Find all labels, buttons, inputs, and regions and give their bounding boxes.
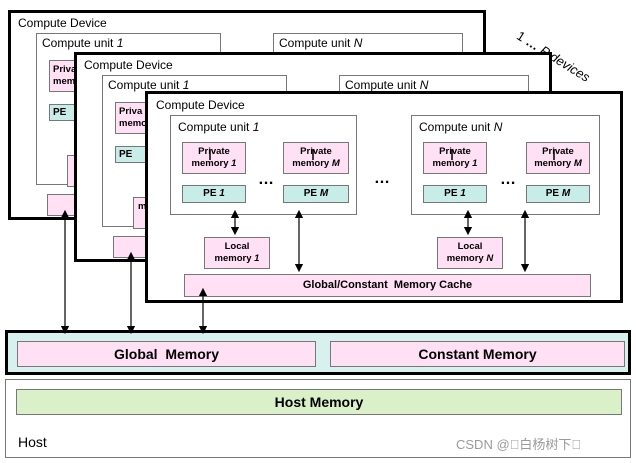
- pe-m: PE M: [526, 185, 590, 203]
- compute-unit-label: Compute unit N: [419, 120, 503, 134]
- compute-unit-label: Compute unit 1: [178, 120, 260, 134]
- compute-unit-n: Compute unit N Private memory 1 PE 1 … P…: [411, 115, 600, 215]
- pe-1: PE 1: [182, 185, 246, 203]
- pe-m: PE M: [283, 185, 349, 203]
- private-memory-m: Private memory M: [526, 142, 590, 174]
- host-label: Host: [18, 434, 47, 450]
- host-memory: Host Memory: [16, 389, 622, 415]
- constant-memory: Constant Memory: [330, 341, 625, 367]
- private-memory-1: Private memory 1: [182, 142, 246, 174]
- ellipsis: …: [258, 171, 276, 188]
- ellipsis: …: [500, 171, 518, 188]
- local-memory-1: Local memory 1: [204, 237, 270, 269]
- ellipsis: …: [374, 170, 392, 187]
- compute-unit-label: Compute unit N: [279, 36, 363, 50]
- global-memory: Global Memory: [17, 341, 316, 367]
- private-memory-m: Private memory M: [283, 142, 349, 174]
- compute-unit-label: Compute unit 1: [42, 36, 124, 50]
- device-title: Compute Device: [18, 16, 107, 30]
- pe-1: PE 1: [423, 185, 487, 203]
- global-constant-memory-cache: Global/Constant Memory Cache: [184, 274, 591, 297]
- compute-unit-1: Compute unit 1 Private memory 1 PE 1 … P…: [170, 115, 357, 215]
- watermark: CSDN @ 白杨树下 : [456, 437, 582, 452]
- compute-unit-label: Compute unit 1: [108, 78, 190, 92]
- host-box: Host Memory Host CSDN @ 白杨树下 : [5, 379, 631, 458]
- memory-strip: Global Memory Constant Memory: [5, 330, 631, 375]
- compute-device-front: Compute Device Compute unit 1 Private me…: [145, 91, 623, 303]
- device-title: Compute Device: [156, 98, 245, 112]
- private-memory-1: Private memory 1: [423, 142, 487, 174]
- local-memory-n: Local memory N: [437, 237, 503, 269]
- compute-unit-label: Compute unit N: [345, 78, 429, 92]
- device-title: Compute Device: [84, 58, 173, 72]
